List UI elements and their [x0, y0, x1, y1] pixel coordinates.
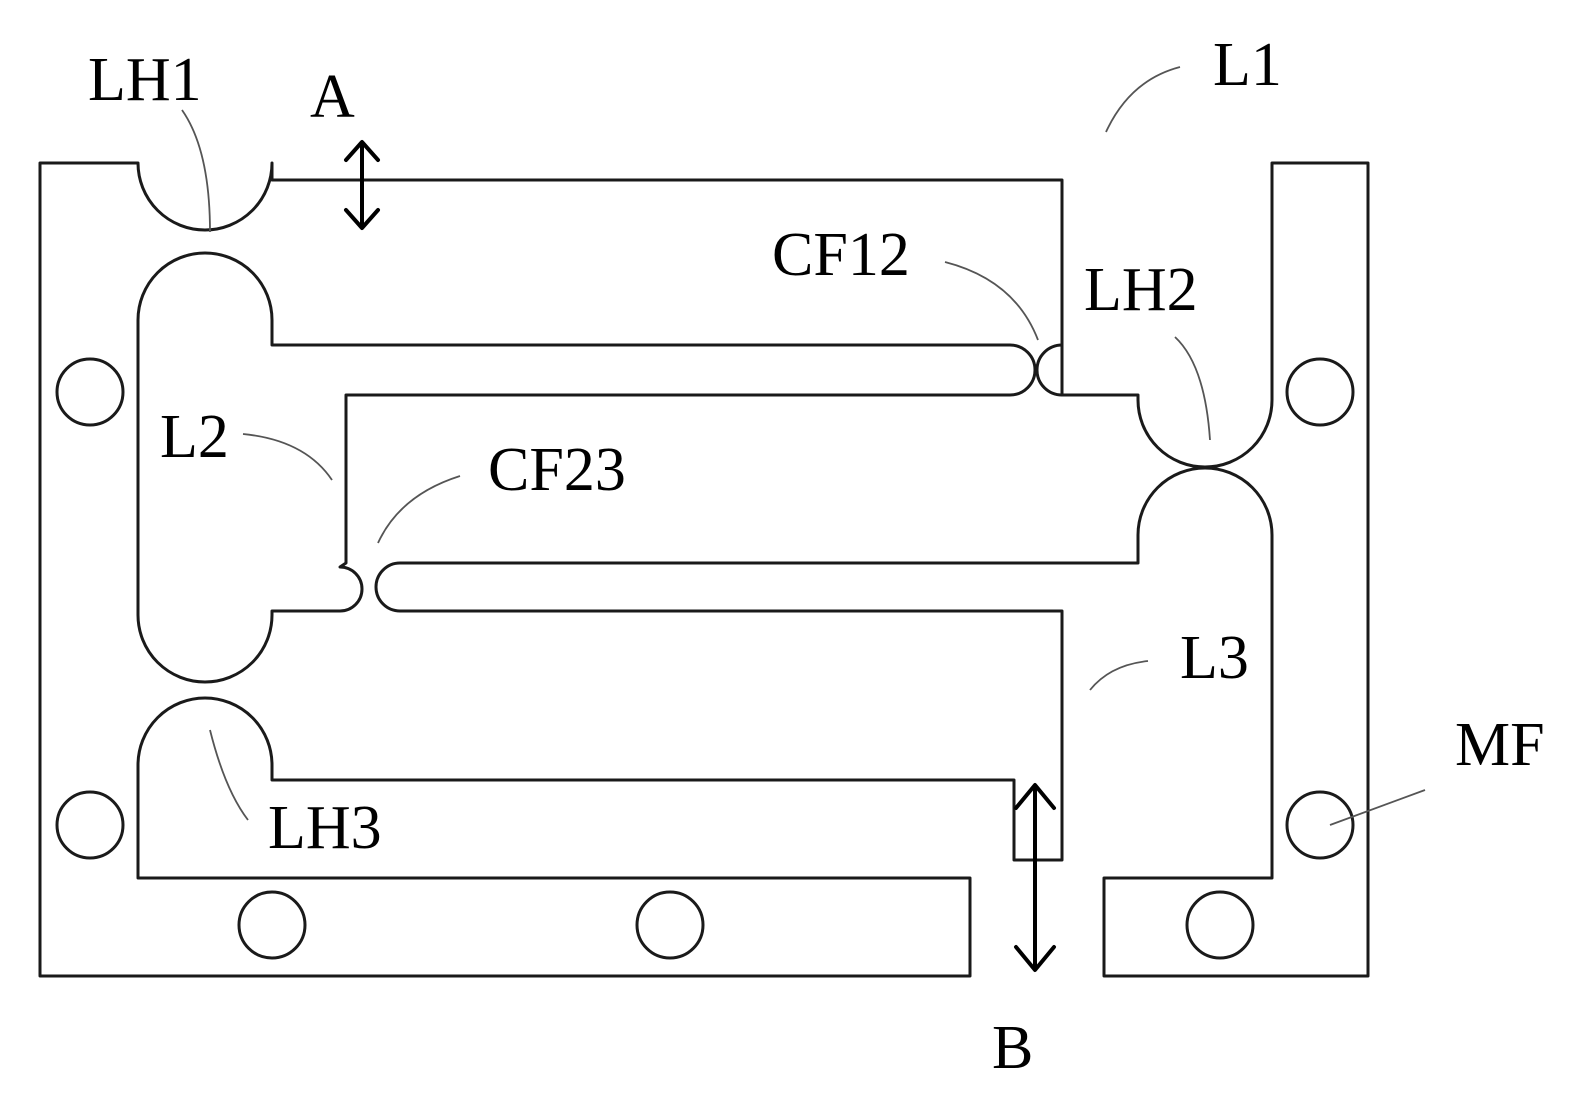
label-b: B [992, 1014, 1033, 1082]
label-mf: MF [1455, 711, 1545, 779]
mounting-hole [55, 357, 125, 427]
arrow-b [1014, 783, 1056, 972]
leader-mf [1329, 789, 1426, 826]
label-lh3: LH3 [268, 794, 382, 862]
mounting-hole [55, 790, 125, 860]
leader-lh2 [1174, 336, 1211, 441]
label-a: A [310, 63, 355, 131]
mounting-hole [1185, 890, 1255, 960]
label-cf23: CF23 [488, 436, 626, 504]
leader-l2 [242, 433, 333, 481]
leader-l3 [1089, 660, 1149, 691]
mounting-hole [635, 890, 705, 960]
label-cf12: CF12 [772, 221, 910, 289]
mounting-hole [1285, 357, 1355, 427]
leader-cf12 [944, 261, 1039, 341]
label-l3: L3 [1180, 624, 1249, 692]
link-l2-body [136, 251, 1037, 684]
frame-left-body [38, 161, 1370, 978]
leader-lh1 [181, 109, 211, 233]
cf12-notch [1035, 343, 1063, 397]
arrow-a [344, 140, 380, 230]
mounting-hole [237, 890, 307, 960]
label-l1: L1 [1213, 31, 1282, 99]
leader-lh3 [209, 729, 249, 821]
label-l2: L2 [160, 403, 229, 471]
mounting-hole-mf [1285, 790, 1355, 860]
leader-cf23 [377, 475, 461, 544]
label-lh2: LH2 [1084, 256, 1198, 324]
label-lh1: LH1 [88, 46, 202, 114]
leader-l1 [1105, 66, 1181, 133]
